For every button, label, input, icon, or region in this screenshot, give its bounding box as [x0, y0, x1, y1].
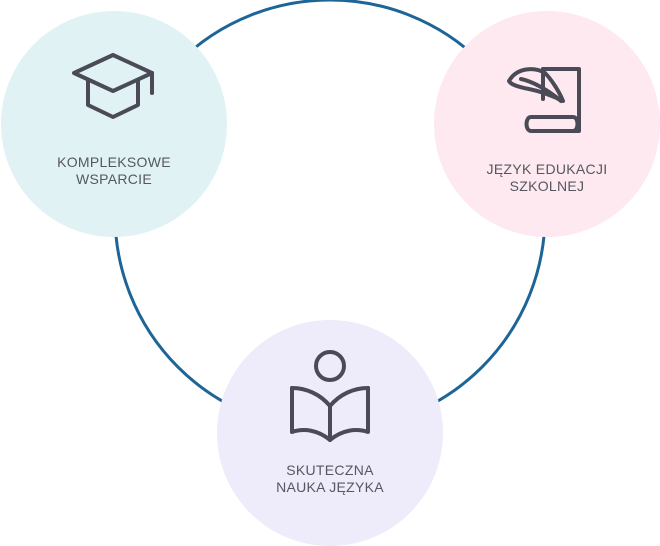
node-label: JĘZYK EDUKACJI SZKOLNEJ	[434, 161, 660, 195]
node-label-line-1: KOMPLEKSOWE	[57, 154, 171, 170]
node-comprehensive-support: KOMPLEKSOWE WSPARCIE	[1, 11, 227, 237]
node-label-line-2: NAUKA JĘZYKA	[276, 479, 384, 495]
reading-person-icon	[290, 350, 370, 442]
node-label-line-2: WSPARCIE	[75, 171, 153, 187]
quill-scroll-icon	[507, 67, 581, 133]
node-school-language: JĘZYK EDUKACJI SZKOLNEJ	[434, 11, 660, 237]
graduation-cap-icon	[72, 53, 154, 119]
node-label-line-1: SKUTECZNA	[286, 462, 374, 478]
node-effective-learning: SKUTECZNA NAUKA JĘZYKA	[217, 320, 443, 546]
node-label: SKUTECZNA NAUKA JĘZYKA	[217, 462, 443, 496]
node-label: KOMPLEKSOWE WSPARCIE	[1, 154, 227, 188]
node-label-line-2: SZKOLNEJ	[509, 178, 585, 194]
node-label-line-1: JĘZYK EDUKACJI	[486, 161, 608, 177]
